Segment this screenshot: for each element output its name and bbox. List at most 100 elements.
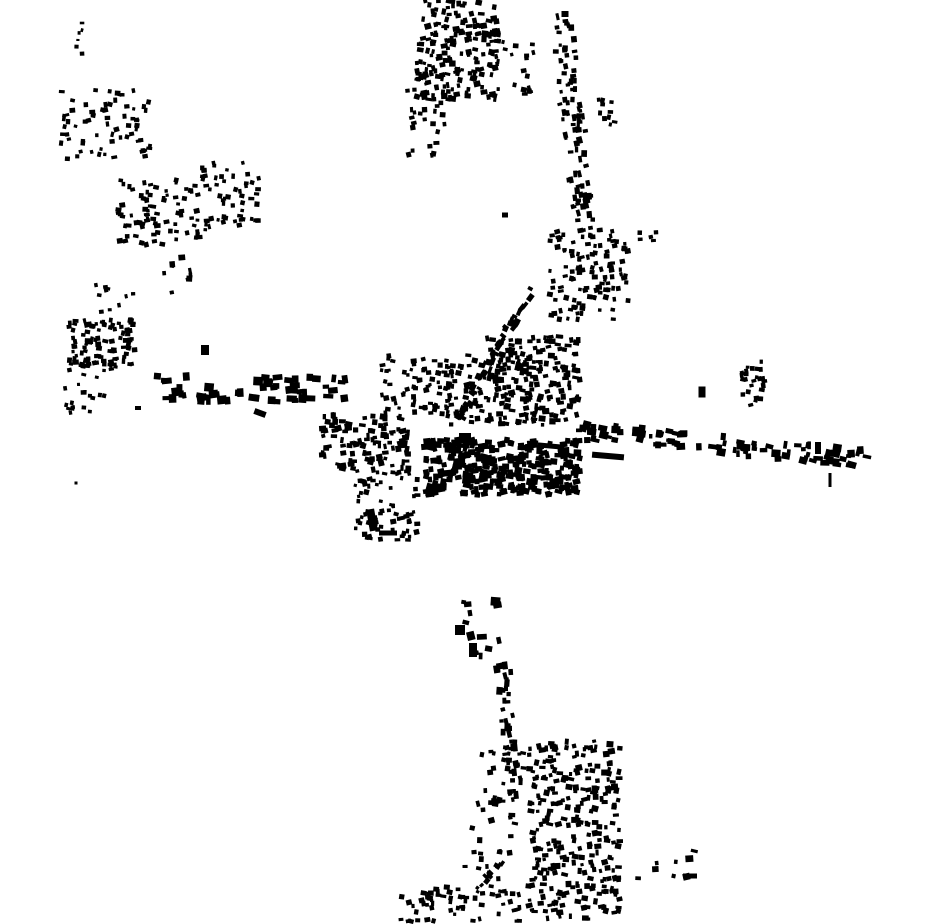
building xyxy=(707,443,718,450)
building xyxy=(201,345,209,355)
building xyxy=(566,459,572,465)
building xyxy=(437,385,443,390)
building xyxy=(631,428,641,437)
building xyxy=(527,339,533,344)
building xyxy=(496,87,500,92)
building xyxy=(110,131,115,138)
building xyxy=(444,398,451,404)
building xyxy=(562,248,567,252)
building xyxy=(142,148,148,153)
building xyxy=(446,476,453,483)
building xyxy=(587,232,592,238)
building xyxy=(502,421,510,427)
building xyxy=(178,208,185,214)
building xyxy=(488,347,494,352)
building xyxy=(424,916,431,923)
building xyxy=(72,359,78,364)
building xyxy=(573,816,581,824)
building xyxy=(555,469,563,476)
building xyxy=(722,440,727,447)
building xyxy=(414,493,421,497)
building xyxy=(494,38,500,44)
building xyxy=(382,394,390,402)
building xyxy=(683,873,697,879)
building xyxy=(70,335,76,341)
building xyxy=(69,400,75,406)
building xyxy=(445,409,450,414)
building xyxy=(611,910,618,915)
building xyxy=(561,71,567,76)
building xyxy=(530,374,537,379)
building xyxy=(554,360,561,365)
building xyxy=(604,825,608,830)
building xyxy=(605,287,611,293)
building xyxy=(605,281,611,286)
building xyxy=(561,232,566,238)
building xyxy=(490,52,495,57)
building xyxy=(475,889,480,894)
building xyxy=(665,427,674,435)
building xyxy=(603,253,610,259)
building xyxy=(529,829,537,836)
building xyxy=(68,362,74,366)
building xyxy=(467,71,473,76)
building xyxy=(443,16,450,23)
building xyxy=(240,208,245,213)
building xyxy=(161,195,166,201)
building xyxy=(430,898,434,903)
building xyxy=(553,297,558,302)
building xyxy=(527,285,534,292)
building xyxy=(531,49,536,56)
building xyxy=(563,265,569,269)
building xyxy=(142,206,149,212)
building xyxy=(463,388,469,394)
building xyxy=(526,355,533,362)
building xyxy=(505,677,509,684)
building xyxy=(759,359,763,364)
building xyxy=(379,392,385,398)
building xyxy=(593,744,598,749)
building xyxy=(511,907,518,913)
building xyxy=(452,446,462,454)
building xyxy=(648,433,653,439)
building xyxy=(596,97,601,102)
building xyxy=(573,449,582,457)
building xyxy=(412,87,417,92)
building xyxy=(446,392,453,399)
building xyxy=(442,84,447,89)
building xyxy=(388,486,393,490)
building xyxy=(66,367,73,373)
building xyxy=(584,768,589,774)
building xyxy=(533,759,540,767)
building xyxy=(415,71,422,77)
building xyxy=(496,876,501,882)
building xyxy=(398,917,404,922)
building xyxy=(521,483,526,489)
building xyxy=(224,167,229,172)
building xyxy=(584,437,591,444)
building xyxy=(575,198,582,203)
building xyxy=(169,260,176,268)
building xyxy=(798,456,808,465)
building xyxy=(635,876,641,881)
building xyxy=(452,25,460,32)
building xyxy=(80,332,86,337)
building xyxy=(433,84,439,89)
building xyxy=(132,233,139,239)
building xyxy=(609,274,615,280)
building xyxy=(119,92,124,97)
building xyxy=(492,396,497,403)
building xyxy=(832,461,842,468)
building xyxy=(248,196,255,201)
building xyxy=(353,427,359,433)
building xyxy=(405,538,411,542)
building xyxy=(306,373,314,382)
building xyxy=(398,515,405,521)
building xyxy=(560,393,566,400)
building xyxy=(557,844,565,851)
building xyxy=(286,395,297,403)
building xyxy=(453,91,461,98)
building xyxy=(578,854,585,861)
building xyxy=(554,342,562,347)
building xyxy=(478,71,485,78)
